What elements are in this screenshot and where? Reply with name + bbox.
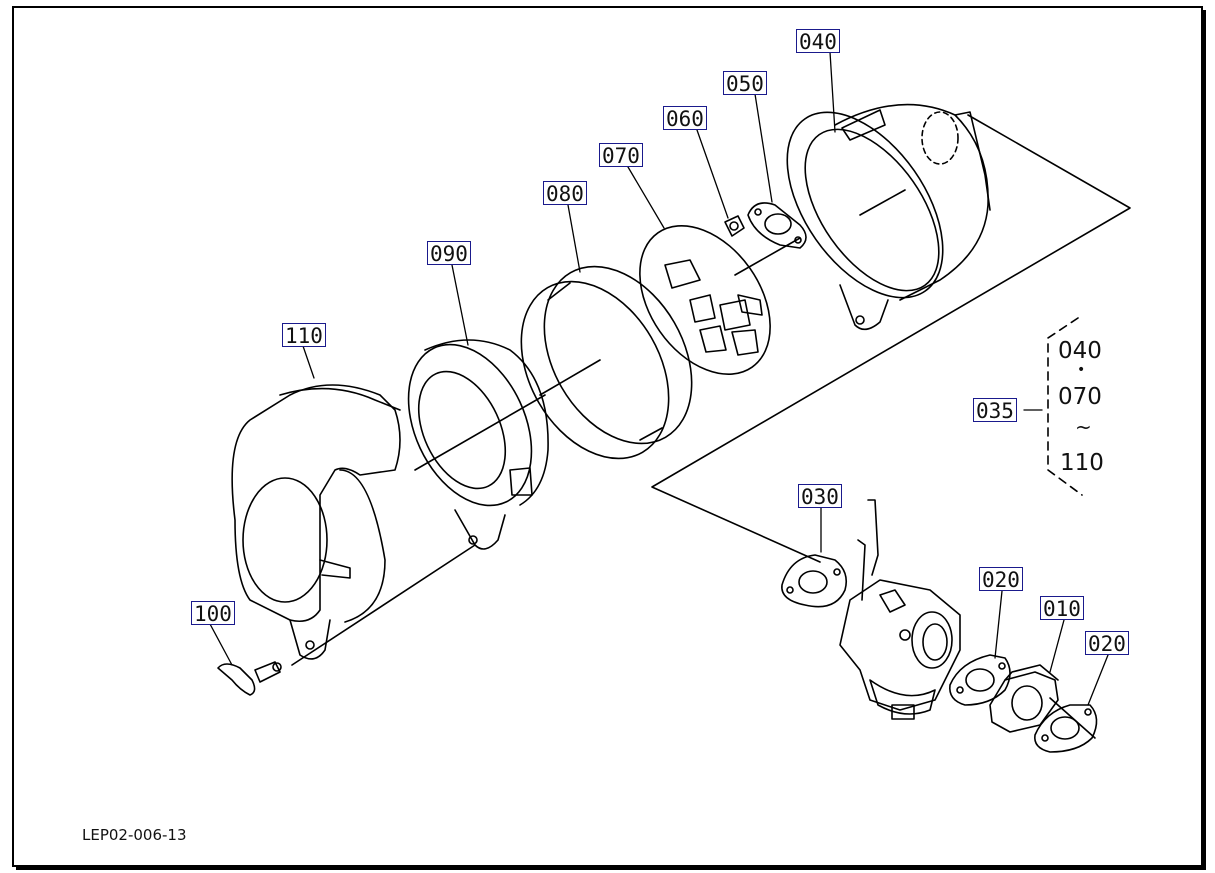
leader-lines <box>209 51 1109 706</box>
range-tilde: ~ <box>1075 415 1092 439</box>
wing-bolt-100 <box>217 661 282 696</box>
callout-050: 050 <box>723 71 767 96</box>
filter-element-080 <box>520 265 693 460</box>
callout-020-b: 020 <box>1085 631 1129 656</box>
axis-line <box>414 394 546 471</box>
callout-110: 110 <box>282 323 326 348</box>
callout-060: 060 <box>663 106 707 131</box>
axis-line <box>734 237 801 276</box>
axis-line <box>539 359 601 396</box>
frame-shadow-bottom <box>16 867 1206 870</box>
callout-020-a: 020 <box>979 567 1023 592</box>
air-cleaner-cover-110 <box>231 384 401 660</box>
axis-line <box>859 189 906 216</box>
callout-030: 030 <box>798 484 842 509</box>
gasket-030 <box>781 554 848 608</box>
drawing-code: LEP02-006-13 <box>82 826 187 844</box>
callout-090: 090 <box>427 241 471 266</box>
callout-070: 070 <box>599 143 643 168</box>
back-plate-070 <box>639 224 771 376</box>
element-holder-090 <box>407 339 549 550</box>
carburetor <box>839 499 961 720</box>
callout-080: 080 <box>543 181 587 206</box>
frame-shadow-right <box>1203 10 1206 870</box>
callout-035: 035 <box>973 398 1017 423</box>
air-cleaner-case-040 <box>786 103 991 331</box>
insulator-010 <box>989 664 1059 733</box>
range-bracket <box>1047 317 1083 496</box>
range-start: 040 <box>1058 338 1102 364</box>
nut-060 <box>724 215 745 237</box>
gasket-020-a <box>948 654 1011 706</box>
range-dot: • <box>1077 362 1086 378</box>
subassembly-boundary <box>651 114 1131 563</box>
callout-010: 010 <box>1040 596 1084 621</box>
axis-line <box>291 544 476 666</box>
range-end: 110 <box>1060 450 1104 476</box>
gasket-020-b <box>1033 704 1098 753</box>
range-middle: 070 <box>1058 384 1102 410</box>
callout-100: 100 <box>191 601 235 626</box>
gasket-050 <box>747 202 807 249</box>
callout-040: 040 <box>796 29 840 54</box>
